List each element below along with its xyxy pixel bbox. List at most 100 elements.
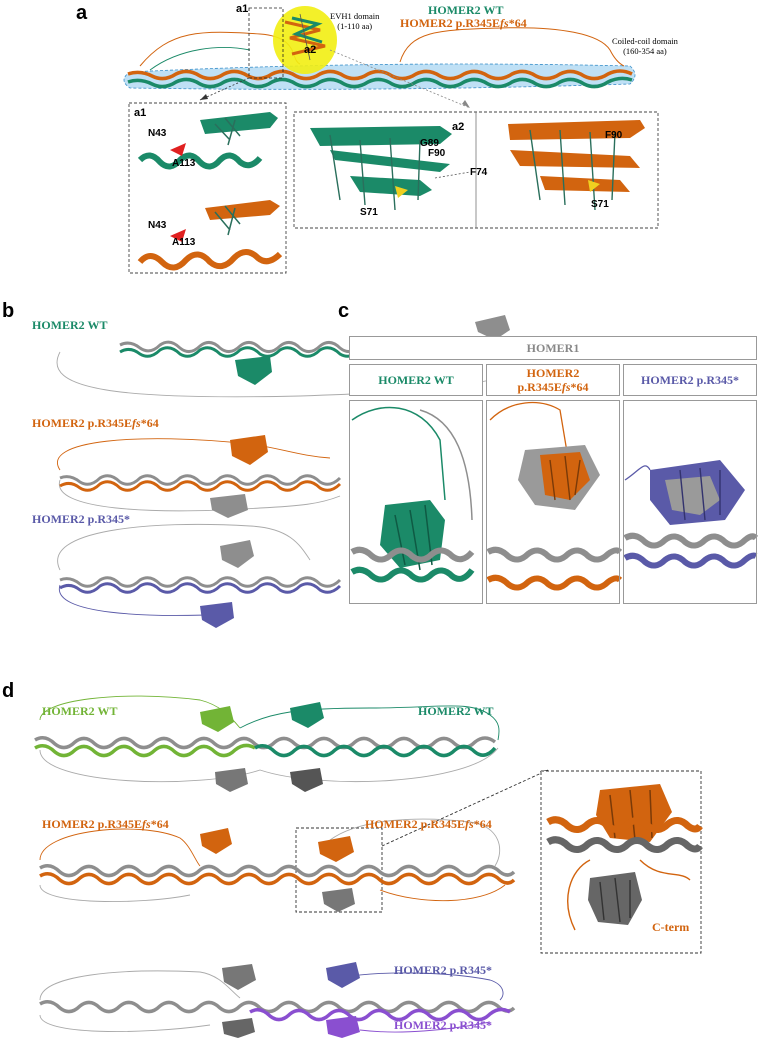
panel-a-letter: a [76,2,88,24]
c-fs-helix-grey [486,546,623,563]
a1-top-red-marker [170,143,186,156]
a1-bottom-helix [137,249,283,271]
a1-top-sheet [200,112,278,134]
d-row3-loop-top-right [339,972,504,1001]
c-wt-helix-grey [350,546,475,563]
b-label-fs-suffix: *64 [140,416,159,430]
c-col2-frame [486,400,620,604]
panel-d-letter: d [2,680,15,702]
d-row1-loop-top-right [239,705,500,741]
d-row3-helix-purple [249,1007,511,1022]
fs-loop-a [399,27,625,67]
d-row2-loop-bottom-left [39,884,191,903]
c-fs-loop [489,401,571,471]
d-row2-left-label: HOMER2 p.R345Efs*64 [42,817,169,832]
b-label-fs-prefix: HOMER2 p.R345E [32,416,133,430]
panel-c-letter: c [338,300,350,322]
c-wt-loop-grey [419,409,473,521]
a1-inset [128,102,287,274]
d-row2-domain-left [200,828,232,854]
b-fs-helix-grey [59,474,342,486]
b-r345-loop-top [57,523,311,571]
d-zoom-arrow [381,769,549,847]
d-inset-sheets-grey [588,872,642,925]
d-row1-loop-bottom [39,747,499,783]
d-row3-domain-grey-top [222,964,256,990]
c-col3-header: HOMER2 p.R345* [623,364,757,396]
evh1-label: EVH1 domain(1-110 aa) [330,11,379,31]
a2-left-s71: S71 [360,207,378,218]
d-inset-helix-orange [546,816,703,833]
d-inset-cterm-label: C-term [652,920,690,934]
d-row2-left-italic: fs [142,817,151,831]
a1-bottom-sheet [205,200,280,220]
d-row3-helix-grey [39,1000,516,1014]
d-row3-domain-purple-bottom [326,1016,360,1038]
d-row2-helix-grey [39,864,516,878]
d-row2-domain-right [318,836,354,862]
c-r345-helix-purple [623,552,758,569]
a2-right-s71: S71 [591,199,609,210]
d-row2-right-italic: fs [465,817,474,831]
d-row2-domain-grey [322,888,355,912]
evh1-domain-structure [284,13,326,61]
arrow-a2 [329,49,471,109]
a2-right-f90: F90 [605,130,623,141]
d-row2-right-label: HOMER2 p.R345Efs*64 [365,817,492,832]
c-fs-helix-orange [486,574,623,591]
b-wt-grey-domain [475,315,510,340]
b-label-fs-italic: fs [132,416,141,430]
c-col3-frame [623,400,757,604]
c-r345-helix-grey [623,532,758,549]
coiled-coil-label: Coiled-coil domain(160-354 aa) [612,36,678,56]
c-col2-line2-prefix: p.R345E [517,380,562,394]
d-row2-loop-top-right [329,818,501,867]
callout-a2: a2 [304,44,317,56]
b-label-r345: HOMER2 p.R345* [32,512,131,526]
a2-right-sheets [508,120,645,140]
c-r345-sheets-grey [665,476,720,515]
a1-bottom-a113: A113 [172,237,196,248]
a1-top-helix [137,152,263,170]
d-inset-helix-grey [546,836,703,853]
b-fs-loop-top [57,438,331,471]
d-row2-right-suffix: *64 [473,817,492,831]
d-row2-loop-bottom-right [379,884,506,902]
c-col2-line2-italic: fs [561,380,571,394]
c-col1-frame [349,400,483,604]
legend-fs-prefix: HOMER2 p.R345E [400,16,501,30]
b-label-fs: HOMER2 p.R345Efs*64 [32,416,159,431]
b-label-wt: HOMER2 WT [32,318,108,332]
cc-label-line2: (160-354 aa) [623,46,667,56]
legend-wt: HOMER2 WT [428,3,504,17]
arrow-a1 [199,77,250,101]
b-fs-helix-orange [59,480,342,492]
a2-inset-label: a2 [452,121,465,133]
a1-bottom-n43: N43 [148,220,167,231]
d-row2-loop-top-left [39,828,201,867]
d-row3-right-bottom-label: HOMER2 p.R345* [394,1018,493,1032]
a1-top-n43: N43 [148,128,167,139]
b-fs-orange-domain [230,435,268,465]
helix-fs-a [127,69,633,81]
panel-b-letter: b [2,300,15,322]
a1-callout-box [248,7,284,79]
c-col2-line2: p.R345Efs*64 [517,380,588,394]
d-row1-left-label: HOMER2 WT [42,704,118,718]
b-r345-grey-domain [220,540,254,568]
b-r345-purple-domain [200,602,234,628]
d-row2-helix-orange [39,872,516,886]
d-row3-loop-bottom-right [359,1021,491,1033]
legend-fs-suffix: *64 [508,16,527,30]
d-row1-domain-grey-left [215,768,248,792]
b-r345-loop-bottom [58,584,231,616]
d-row2-left-suffix: *64 [150,817,169,831]
legend-fs-italic: fs [500,16,509,30]
d-row1-right-label: HOMER2 WT [418,704,494,718]
d-row1-domain-grey-right [290,768,323,792]
d-row3-loop-top-left [39,970,241,1001]
d-row2-left-prefix: HOMER2 p.R345E [42,817,143,831]
a2-right-yellow-marker [588,180,600,192]
c-wt-loop [351,406,446,501]
d-row3-domain-purple-top [326,962,360,988]
